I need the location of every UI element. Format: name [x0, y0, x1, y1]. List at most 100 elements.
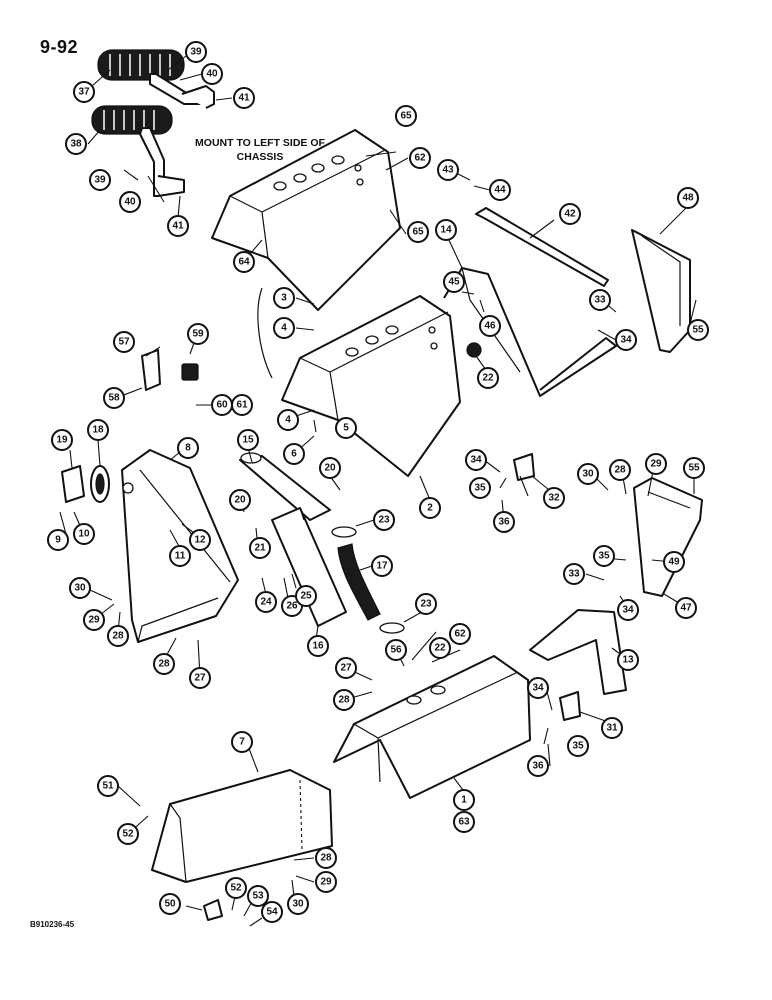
svg-text:25: 25 [300, 591, 312, 602]
svg-text:34: 34 [620, 335, 632, 346]
svg-text:4: 4 [285, 415, 291, 426]
svg-text:7: 7 [239, 737, 245, 748]
svg-text:33: 33 [568, 569, 580, 580]
callout-65b: 65 [407, 221, 429, 243]
lower-cover-panel [333, 655, 531, 799]
svg-text:51: 51 [102, 781, 114, 792]
callout-15: 15 [237, 429, 259, 451]
footrest-lower [91, 105, 185, 197]
svg-text:53: 53 [252, 891, 264, 902]
svg-text:59: 59 [192, 329, 204, 340]
callout-20b: 20 [229, 489, 251, 511]
callout-39a: 39 [185, 41, 207, 63]
callout-41a: 41 [233, 87, 255, 109]
svg-text:64: 64 [238, 257, 250, 268]
callout-42: 42 [559, 203, 581, 225]
callout-28c: 28 [609, 459, 631, 481]
svg-text:40: 40 [124, 197, 136, 208]
callout-30a: 30 [69, 577, 91, 599]
svg-text:18: 18 [92, 425, 104, 436]
callout-50: 50 [159, 893, 181, 915]
svg-text:28: 28 [112, 631, 124, 642]
bottom-cover-panel [151, 769, 333, 883]
svg-text:54: 54 [266, 907, 278, 918]
page-number: 9-92 [40, 37, 79, 57]
callout-17: 17 [371, 555, 393, 577]
callout-33b: 33 [563, 563, 585, 585]
svg-text:34: 34 [622, 605, 634, 616]
callout-14: 14 [435, 219, 457, 241]
callout-34c: 34 [617, 599, 639, 621]
svg-text:52: 52 [122, 829, 134, 840]
svg-text:30: 30 [74, 583, 86, 594]
svg-text:20: 20 [324, 463, 336, 474]
svg-text:11: 11 [175, 551, 186, 562]
callout-23a: 23 [373, 509, 395, 531]
callout-62a: 62 [409, 147, 431, 169]
callout-28d: 28 [333, 689, 355, 711]
svg-text:55: 55 [688, 463, 700, 474]
callout-25: 25 [295, 585, 317, 607]
callout-28a: 28 [107, 625, 129, 647]
svg-text:33: 33 [594, 295, 606, 306]
svg-text:62: 62 [454, 629, 466, 640]
mounting-note: MOUNT TO LEFT SIDE OF CHASSIS [195, 137, 325, 163]
callout-4b: 4 [277, 409, 299, 431]
svg-text:23: 23 [378, 515, 390, 526]
latch-50 [203, 899, 223, 921]
callout-31: 31 [601, 717, 623, 739]
svg-text:36: 36 [498, 517, 510, 528]
callout-54: 54 [261, 901, 283, 923]
svg-text:15: 15 [242, 435, 254, 446]
svg-text:43: 43 [442, 165, 454, 176]
callout-4a: 4 [273, 317, 295, 339]
bracket-31 [559, 691, 581, 721]
callout-41b: 41 [167, 215, 189, 237]
svg-text:9: 9 [55, 535, 61, 546]
callout-64: 64 [233, 251, 255, 273]
svg-text:55: 55 [692, 325, 704, 336]
svg-text:26: 26 [286, 601, 298, 612]
callout-65a: 65 [395, 105, 417, 127]
callout-9: 9 [47, 529, 69, 551]
callout-58: 58 [103, 387, 125, 409]
callout-20a: 20 [319, 457, 341, 479]
callout-52a: 52 [117, 823, 139, 845]
callout-8: 8 [177, 437, 199, 459]
svg-text:37: 37 [78, 87, 90, 98]
svg-text:42: 42 [564, 209, 576, 220]
trim-strip [257, 287, 273, 379]
svg-text:50: 50 [164, 899, 176, 910]
callout-29c: 29 [315, 871, 337, 893]
svg-text:60: 60 [216, 400, 228, 411]
svg-text:52: 52 [230, 883, 242, 894]
bracket-lower-right [529, 609, 627, 695]
svg-text:5: 5 [343, 423, 349, 434]
footrest-upper [97, 49, 215, 109]
callout-29a: 29 [83, 609, 105, 631]
callout-43: 43 [437, 159, 459, 181]
callout-51: 51 [97, 775, 119, 797]
callout-23b: 23 [415, 593, 437, 615]
callout-48: 48 [677, 187, 699, 209]
svg-text:44: 44 [494, 185, 506, 196]
callout-36a: 36 [493, 511, 515, 533]
svg-text:62: 62 [414, 153, 426, 164]
svg-text:49: 49 [668, 557, 680, 568]
callout-28e: 28 [315, 847, 337, 869]
svg-text:3: 3 [281, 293, 287, 304]
svg-text:13: 13 [622, 655, 634, 666]
svg-text:35: 35 [598, 551, 610, 562]
callout-5: 5 [335, 417, 357, 439]
callout-1: 1 [453, 789, 475, 811]
svg-text:41: 41 [172, 221, 184, 232]
svg-text:63: 63 [458, 817, 470, 828]
callout-27b: 27 [335, 657, 357, 679]
svg-text:6: 6 [291, 449, 297, 460]
callout-34b: 34 [465, 449, 487, 471]
callout-32: 32 [543, 487, 565, 509]
callout-62b: 62 [449, 623, 471, 645]
callout-39b: 39 [89, 169, 111, 191]
svg-text:34: 34 [532, 683, 544, 694]
svg-text:65: 65 [412, 227, 424, 238]
